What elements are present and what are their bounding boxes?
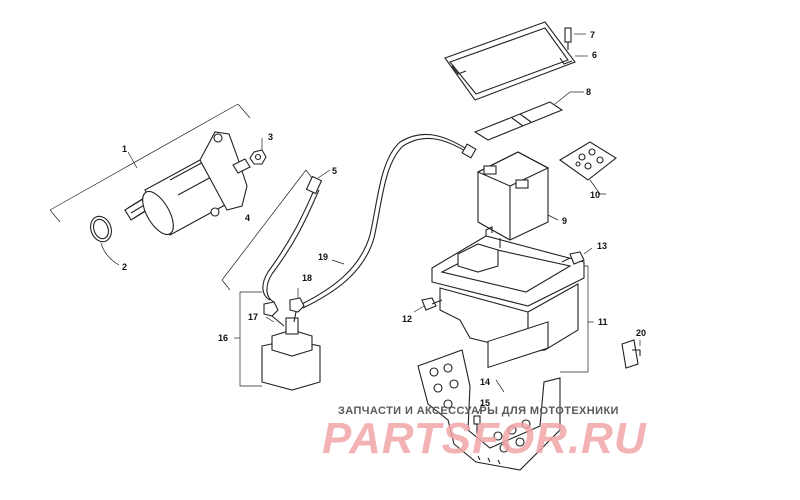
callout-13: 13 bbox=[597, 241, 607, 251]
callout-1: 1 bbox=[122, 144, 127, 154]
battery-strap bbox=[473, 91, 584, 141]
battery-cover bbox=[444, 21, 588, 101]
callout-8: 8 bbox=[586, 87, 591, 97]
callout-14: 14 bbox=[480, 377, 490, 387]
callout-2: 2 bbox=[122, 262, 127, 272]
callout-9: 9 bbox=[562, 216, 567, 226]
callout-10: 10 bbox=[590, 190, 600, 200]
starter-cable bbox=[221, 169, 331, 303]
watermark-tagline: ЗАПЧАСТИ И АКСЕССУАРЫ ДЛЯ МОТОТЕХНИКИ bbox=[338, 405, 619, 417]
mounting-bracket bbox=[417, 349, 561, 471]
watermark-logo: PARTSFOR.RU bbox=[322, 414, 647, 463]
callout-17: 17 bbox=[248, 312, 258, 322]
starter-motor bbox=[49, 103, 251, 236]
o-ring bbox=[90, 215, 120, 266]
starter-relay bbox=[234, 288, 321, 391]
callout-16: 16 bbox=[218, 333, 228, 343]
battery-cable bbox=[299, 133, 477, 309]
battery-box bbox=[413, 226, 594, 373]
callout-3: 3 bbox=[268, 132, 273, 142]
nut bbox=[249, 138, 267, 165]
callout-15: 15 bbox=[480, 398, 490, 408]
callout-20: 20 bbox=[636, 328, 646, 338]
hardware-kit bbox=[558, 141, 617, 195]
callout-12: 12 bbox=[402, 314, 412, 324]
callout-18: 18 bbox=[302, 273, 312, 283]
battery bbox=[476, 151, 559, 241]
callout-6: 6 bbox=[592, 50, 597, 60]
callout-7: 7 bbox=[590, 30, 595, 40]
callout-19: 19 bbox=[318, 252, 328, 262]
callout-5: 5 bbox=[332, 166, 337, 176]
fuse-clip bbox=[621, 339, 641, 369]
callout-4: 4 bbox=[245, 213, 250, 223]
callout-11: 11 bbox=[598, 317, 608, 327]
